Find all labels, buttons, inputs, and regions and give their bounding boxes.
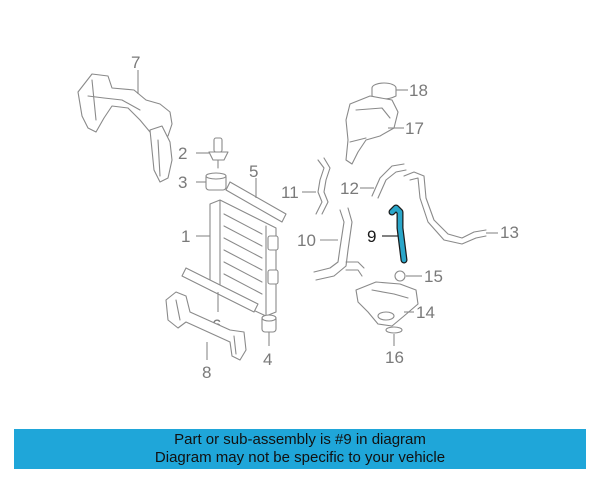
- banner-line-1: Part or sub-assembly is #9 in diagram: [174, 431, 426, 448]
- callout-1[interactable]: 1: [181, 227, 190, 246]
- part-7-support-bracket: [77, 73, 173, 183]
- part-8-lower-bracket: [165, 291, 247, 361]
- callout-3[interactable]: 3: [178, 173, 187, 192]
- part-12-hose: [371, 163, 407, 199]
- callout-7[interactable]: 7: [131, 53, 140, 72]
- part-18-cap: [371, 82, 397, 100]
- callout-10[interactable]: 10: [297, 231, 316, 250]
- callout-8[interactable]: 8: [202, 363, 211, 382]
- part-5-upper-seal: [225, 181, 287, 223]
- banner-line-2: Diagram may not be specific to your vehi…: [154, 449, 446, 466]
- part-10-hose: [313, 207, 365, 281]
- parts-diagram: 7 2 3 5 1 6 4: [77, 53, 519, 382]
- part-6-lower-seal: [181, 267, 259, 313]
- callout-14[interactable]: 14: [416, 303, 435, 322]
- part-17-expansion-tank: [345, 95, 399, 165]
- callout-15[interactable]: 15: [424, 267, 443, 286]
- callout-17[interactable]: 17: [405, 119, 424, 138]
- callout-12[interactable]: 12: [340, 179, 359, 198]
- part-11-hose: [315, 157, 331, 215]
- callout-2[interactable]: 2: [178, 144, 187, 163]
- part-13-long-hose: [403, 171, 487, 245]
- callout-11[interactable]: 11: [281, 183, 299, 202]
- callout-5[interactable]: 5: [249, 162, 258, 181]
- part-9-hose-highlighted: [388, 204, 408, 264]
- part-14-thermostat-housing: [355, 281, 419, 327]
- callout-9[interactable]: 9: [367, 227, 376, 246]
- part-3-bushing: [205, 172, 227, 191]
- part-1-radiator: [209, 199, 279, 317]
- callout-16[interactable]: 16: [385, 348, 404, 367]
- part-15-o-ring: [394, 270, 406, 282]
- part-16-gasket: [385, 326, 403, 334]
- part-2-clip: [208, 137, 229, 169]
- callout-18[interactable]: 18: [409, 81, 428, 100]
- callout-4[interactable]: 4: [263, 350, 272, 369]
- callout-13[interactable]: 13: [500, 223, 519, 242]
- info-banner: Part or sub-assembly is #9 in diagram Di…: [14, 429, 586, 469]
- part-4-lower-mount: [261, 314, 277, 333]
